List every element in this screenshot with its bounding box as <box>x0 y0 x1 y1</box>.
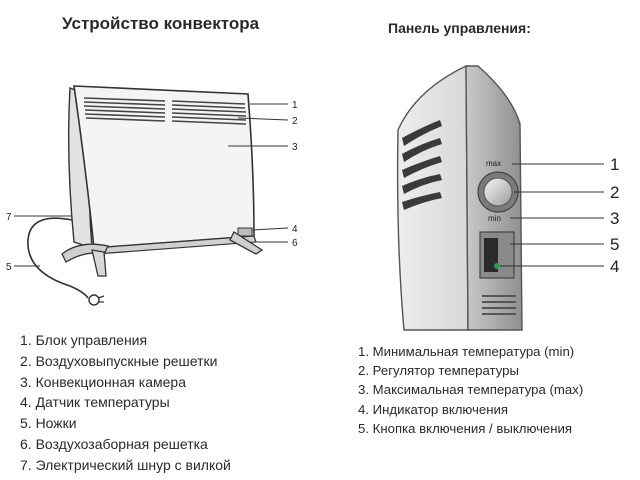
legend-item: 1. Блок управления <box>20 332 148 348</box>
leg-right <box>229 231 264 255</box>
dial-labels: max min <box>486 159 501 223</box>
panel-vent-slots <box>402 120 442 210</box>
temperature-dial[interactable] <box>483 177 513 207</box>
callout-2: 2 <box>292 116 298 127</box>
plug-icon <box>88 294 105 306</box>
legend-item: 6. Воздухозаборная решетка <box>20 435 208 452</box>
callout-3: 3 <box>292 142 298 153</box>
power-button[interactable] <box>484 238 498 272</box>
callout-4: 4 <box>292 224 298 235</box>
convector-illustration <box>14 85 289 306</box>
left-callouts: 1 2 3 4 6 7 5 <box>6 100 298 273</box>
legend-item: 5. Кнопка включения / выключения <box>358 420 573 436</box>
bottom-vent <box>482 295 516 315</box>
callout-6: 6 <box>292 238 298 249</box>
legend-item: 1. Минимальная температура (min) <box>358 344 575 359</box>
legend-item: 4. Индикатор включения <box>358 401 509 417</box>
power-cord <box>27 217 89 299</box>
convector-structure-title: Устройство конвектора <box>62 14 260 33</box>
legend-item: 2. Воздуховыпускные решетки <box>20 352 218 369</box>
right-callouts: 1 2 3 5 4 <box>610 155 619 276</box>
callout-4: 4 <box>610 257 619 276</box>
callout-5: 5 <box>6 262 12 273</box>
dial-max-label: max <box>486 159 501 168</box>
callout-1: 1 <box>610 155 619 174</box>
dial-min-label: min <box>488 214 501 223</box>
legend-item: 3. Максимальная температура (max) <box>358 382 584 398</box>
legend-item: 4. Датчик температуры <box>20 394 170 411</box>
power-indicator <box>494 263 500 269</box>
control-panel-legend: 1. Минимальная температура (min) 2. Регу… <box>358 342 583 438</box>
callout-5: 5 <box>610 235 619 254</box>
callout-2: 2 <box>610 183 619 202</box>
legend-item: 5. Ножки <box>20 415 77 432</box>
control-panel-illustration <box>396 64 604 331</box>
callout-7: 7 <box>6 212 12 223</box>
outlet-grille-right <box>171 100 247 125</box>
convector-legend: 1. Блок управления 2. Воздуховыпускные р… <box>20 330 231 476</box>
outlet-grille-left <box>83 97 166 122</box>
control-panel-title: Панель управления: <box>388 20 531 36</box>
callout-1: 1 <box>292 100 298 111</box>
callout-3: 3 <box>610 209 619 228</box>
temperature-sensor <box>237 227 253 237</box>
legend-item: 3. Конвекционная камера <box>20 373 186 390</box>
legend-item: 7. Электрический шнур с вилкой <box>20 456 231 473</box>
legend-item: 2. Регулятор температуры <box>358 363 519 379</box>
